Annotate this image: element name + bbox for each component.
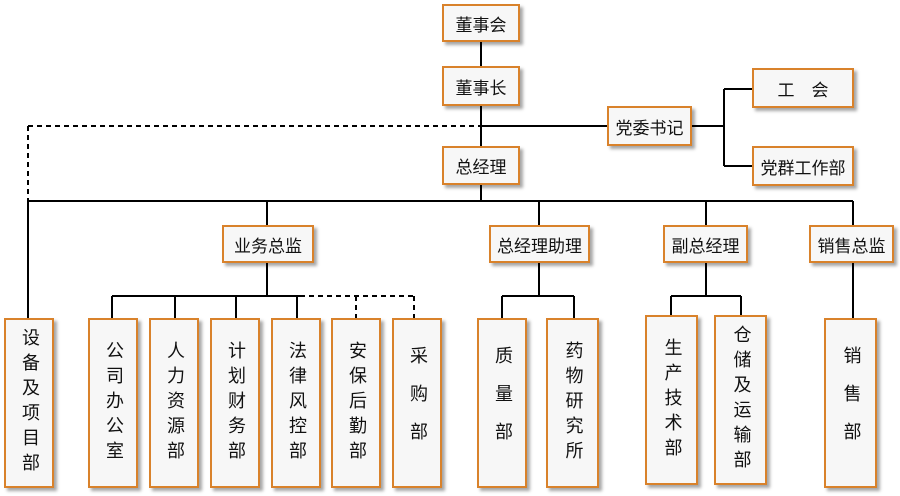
node-logistics: 仓储及运输部 <box>714 315 767 485</box>
node-business-director: 业务总监 <box>222 225 314 263</box>
node-board: 董事会 <box>442 4 520 42</box>
node-office-label: 公司办公室 <box>103 340 124 466</box>
node-procurement-label: 采购部 <box>407 346 428 460</box>
node-equipment-dept-label: 设备及项目部 <box>19 328 40 478</box>
node-hr-label: 人力资源部 <box>164 340 185 466</box>
node-sales: 销售部 <box>824 318 877 488</box>
node-party-secretary: 党委书记 <box>607 106 692 146</box>
node-logistics-label: 仓储及运输部 <box>730 325 752 475</box>
node-finance-label: 计划财务部 <box>225 340 246 466</box>
node-party-work: 党群工作部 <box>752 146 854 186</box>
node-quality-label: 质量部 <box>492 346 513 460</box>
node-hr: 人力资源部 <box>149 318 199 488</box>
node-production-label: 生产技术部 <box>661 337 683 463</box>
node-rnd-label: 药物研究所 <box>562 340 584 466</box>
node-rnd: 药物研究所 <box>546 318 599 488</box>
node-procurement: 采购部 <box>392 318 442 488</box>
node-sales-director: 销售总监 <box>809 225 894 263</box>
node-equipment-dept: 设备及项目部 <box>4 318 54 488</box>
node-security: 安保后勤部 <box>331 318 381 488</box>
node-union: 工 会 <box>752 68 854 108</box>
node-security-label: 安保后勤部 <box>346 340 367 466</box>
node-office: 公司办公室 <box>88 318 138 488</box>
node-quality: 质量部 <box>477 318 527 488</box>
node-legal: 法律风控部 <box>271 318 321 488</box>
node-general-manager: 总经理 <box>442 146 520 185</box>
node-deputy-gm: 副总经理 <box>663 225 748 263</box>
node-sales-label: 销售部 <box>840 346 862 460</box>
node-chairman: 董事长 <box>442 66 520 106</box>
node-production: 生产技术部 <box>645 315 698 485</box>
node-finance: 计划财务部 <box>210 318 260 488</box>
node-gm-assistant: 总经理助理 <box>489 225 590 263</box>
node-legal-label: 法律风控部 <box>286 340 307 466</box>
